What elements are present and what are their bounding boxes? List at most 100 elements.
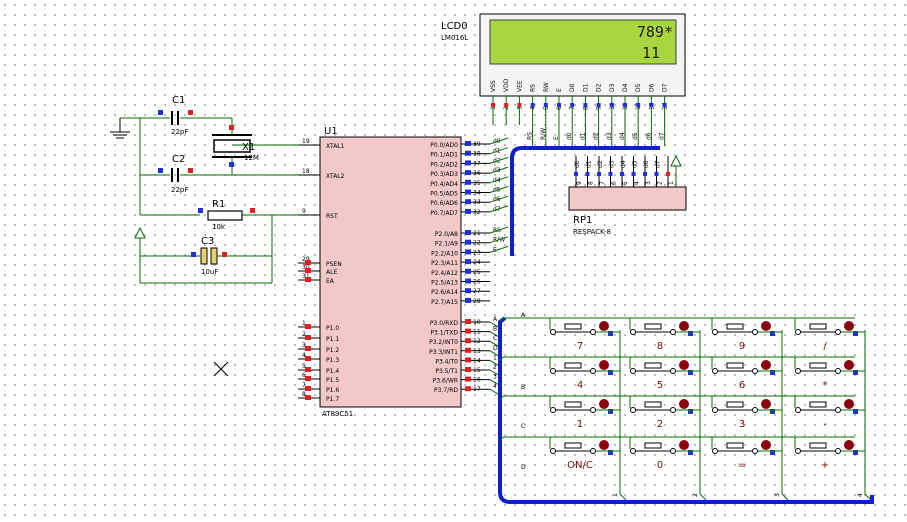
key-contact	[590, 368, 596, 374]
keypad-key[interactable]: *	[794, 357, 865, 391]
keypad-key[interactable]: 0	[629, 437, 700, 471]
keypad-key[interactable]: 1	[549, 396, 620, 430]
keypad-key[interactable]: +	[794, 437, 865, 471]
bus-entry	[489, 166, 509, 174]
keypad-key[interactable]: 8	[629, 318, 700, 352]
keypad-key[interactable]: ON/C	[549, 437, 620, 471]
mcu-right-pin-number: 28	[473, 298, 481, 305]
mcu-right-pin-number: 37	[473, 160, 481, 167]
rp1-part: RESPACK-8	[573, 228, 611, 236]
lcd-pin-label: E	[556, 88, 563, 92]
lcd-pin-number: 3	[516, 106, 523, 110]
keypad-key[interactable]: 2	[629, 396, 700, 430]
key-pin-marker	[608, 370, 613, 375]
mcu-left-pin-name: PSEN	[326, 261, 342, 268]
keypad-key[interactable]: 6	[711, 357, 782, 391]
c2-value: 22pF	[171, 186, 188, 194]
mcu-left-pins: 19XTAL118XTAL29RST29PSEN30ALE31EA1P1.02P…	[298, 138, 345, 403]
mcu-right-pin-name: P2.1/A9	[435, 241, 458, 248]
mcu-right-pin-marker	[465, 189, 471, 195]
mcu-left-pin-name: EA	[326, 278, 335, 285]
lcd-pin-marker	[596, 103, 601, 107]
key-cap	[726, 401, 744, 408]
mcu-left-pin-name: XTAL2	[326, 173, 345, 180]
mcu-right-pin-marker	[465, 338, 471, 344]
keypad-key[interactable]: -	[794, 396, 865, 430]
keypad-key[interactable]: =	[711, 437, 782, 471]
mcu-right-net-label: B	[493, 326, 497, 333]
key-label: /	[823, 341, 827, 352]
rp1-pin-number: 1	[668, 181, 675, 185]
keypad-row-label: C	[521, 423, 525, 430]
bus-entry	[864, 493, 872, 501]
rp1-ref: RP1	[573, 215, 592, 226]
c1-value: 22pF	[171, 128, 188, 136]
lcd-pin-label: RW	[543, 82, 550, 92]
keypad-key[interactable]: 9	[711, 318, 782, 352]
mcu-right-pin-marker	[465, 319, 471, 324]
key-state-dot	[844, 399, 854, 409]
rp1-body	[568, 186, 687, 211]
lcd-pin-marker	[543, 103, 548, 107]
lcd-pin-label: D3	[609, 83, 616, 92]
mcu-right-net-label: 1	[493, 354, 497, 361]
mcu-left-pin-name: P1.4	[326, 368, 339, 375]
microcontroller[interactable]: U1 AT89C51 19XTAL118XTAL29RST29PSEN30ALE…	[298, 126, 509, 418]
keypad-key[interactable]: 3	[711, 396, 782, 430]
key-label: 1	[577, 419, 583, 430]
mcu-left-pin-number: 4	[302, 352, 306, 359]
mcu-right-pin-marker	[465, 150, 471, 156]
key-pin-marker	[688, 450, 693, 455]
key-cap	[564, 362, 582, 369]
key-pin-marker	[608, 450, 613, 455]
key-cap	[809, 401, 827, 408]
bus-entry	[781, 493, 789, 501]
key-cap	[809, 362, 827, 369]
keypad-key[interactable]: 7	[549, 318, 620, 352]
key-label: 3	[739, 419, 745, 430]
lcd-pin-number: 1	[490, 106, 497, 110]
key-pin-marker	[688, 370, 693, 375]
keypad-row-label: A	[521, 312, 526, 319]
rp1-pin-marker	[620, 172, 624, 176]
keypad-key[interactable]: /	[794, 318, 865, 352]
keypad-key[interactable]: 4	[549, 357, 620, 391]
mcu-right-pin-number: 35	[473, 180, 481, 187]
bus-entry	[489, 147, 509, 155]
key-cap	[564, 442, 582, 449]
key-contact	[550, 329, 556, 335]
bus-entry	[489, 205, 509, 213]
lcd-pin-number: 2	[503, 106, 510, 110]
mcu-right-pin-marker	[465, 278, 471, 284]
mcu-right-pin-number: 10	[473, 319, 481, 326]
lcd-pin-marker	[570, 103, 575, 107]
mcu-left-pin-number: 7	[302, 382, 306, 389]
mcu-left-pin-number: 30	[302, 264, 310, 271]
key-state-dot	[679, 321, 689, 331]
mcu-right-pin-name: P2.3/A11	[431, 260, 458, 267]
mcu-right-pin-name: P2.5/A13	[431, 280, 458, 287]
lcd-pin-label: VDD	[503, 78, 510, 92]
bus-entry	[499, 395, 504, 401]
rp1-net-label: d7	[655, 160, 662, 168]
mcu-right-pin-marker	[465, 230, 471, 235]
lcd-pin-marker	[504, 103, 509, 107]
mcu-right-pin-name: P3.3/INT1	[429, 349, 458, 356]
mcu-right-net-label: C	[493, 335, 497, 342]
key-label: 2	[657, 419, 663, 430]
lcd-pin-marker	[609, 103, 614, 107]
keypad-col-label: 4	[857, 493, 864, 497]
key-pin-marker	[770, 331, 775, 336]
keypad-key[interactable]: 5	[629, 357, 700, 391]
key-label: 5	[657, 380, 663, 391]
lcd-display[interactable]: LCD0 LM016L 789* 11 VSS1VDD2VEE3RS4RW5E6…	[441, 13, 686, 146]
rp1-pin-marker	[631, 172, 636, 176]
c3-ref: C3	[201, 236, 214, 247]
key-label: *	[823, 380, 828, 391]
mcu-left-pin-name: P1.3	[326, 357, 339, 364]
key-label: ON/C	[567, 460, 593, 471]
mcu-right-pin-marker	[465, 199, 471, 205]
mcu-right-pin-number: 12	[473, 338, 481, 345]
